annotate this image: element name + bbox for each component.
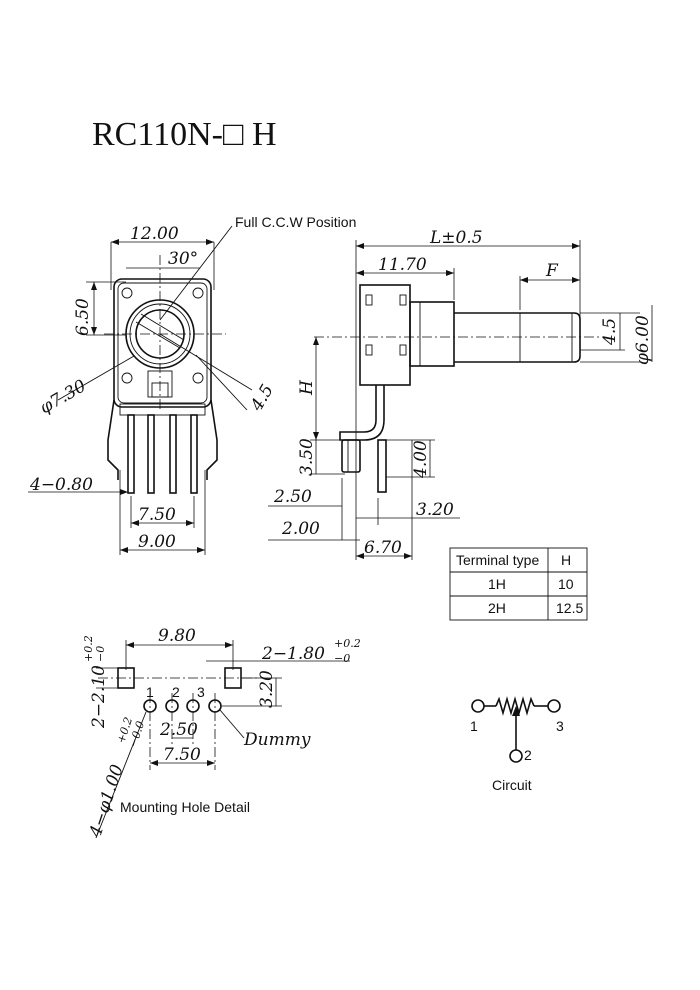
dim-200: 2.00 — [281, 519, 320, 539]
dim-height: H — [297, 379, 317, 396]
dim-angle: 30° — [168, 249, 198, 269]
dim-center-height: 6.50 — [73, 298, 93, 336]
slot-tol-lower: −0 — [334, 652, 350, 665]
table-cell: 1H — [488, 576, 506, 592]
ccw-label: Full C.C.W Position — [235, 214, 356, 230]
dim-lead-offset: 3.50 — [297, 438, 317, 476]
front-view: 12.00 30° Full C.C.W Position 6.50 — [28, 214, 356, 555]
pin-label: 1 — [146, 684, 154, 700]
terminal-2-icon — [509, 749, 523, 763]
table-cell: 2H — [488, 600, 506, 616]
terminal-table: Terminal type H 1H 10 2H 12.5 — [449, 547, 588, 621]
part-title: RC110N-□ H — [92, 116, 277, 153]
side-view: L±0.5 11.70 F 4.5 φ6.00 — [268, 228, 653, 560]
circuit-diagram: 1 2 3 Circuit — [470, 696, 564, 793]
slot-h-tol-upper: +0.2 — [82, 635, 95, 662]
circuit-pin-3: 3 — [556, 718, 564, 734]
dim-lead-length: 4.00 — [411, 440, 431, 479]
wiper-arrow-icon — [512, 706, 520, 716]
dim-lead-width: 4−0.80 — [29, 475, 93, 495]
table-header-h: H — [561, 552, 571, 568]
resistor-icon — [495, 696, 535, 716]
terminal-3-icon — [547, 699, 561, 713]
circuit-pin-1: 1 — [470, 718, 478, 734]
dim-row-offset: 3.20 — [257, 670, 277, 708]
pin-label: 3 — [197, 684, 205, 700]
dummy-label: Dummy — [243, 730, 311, 750]
terminal-1-icon — [471, 699, 485, 713]
dim-pitch-outer: 7.50 — [138, 505, 176, 525]
dim-pitch: 2.50 — [159, 720, 198, 740]
slot-h-tol-lower: −0 — [94, 646, 107, 662]
dim-body-diameter: φ7.30 — [37, 376, 90, 418]
dim-shaft-flat: 4.5 — [600, 318, 620, 346]
dim-body-width: 9.00 — [138, 532, 176, 552]
pin-label: 2 — [172, 684, 180, 700]
dim-span: 9.80 — [158, 626, 196, 646]
dim-pitch-total: 7.50 — [163, 745, 201, 765]
circuit-caption: Circuit — [492, 777, 532, 793]
dim-flat-length: F — [545, 261, 559, 281]
dim-slot-width: 2−1.80 — [261, 644, 325, 664]
dim-250: 2.50 — [273, 487, 312, 507]
dim-shaft-diameter: φ6.00 — [633, 315, 653, 365]
dim-flat: 4.5 — [247, 381, 278, 415]
table-cell: 12.5 — [556, 600, 583, 616]
mounting-hole-detail: 9.80 2−1.80 +0.2 −0 2−2.10 +0.2 −0 3.20 … — [82, 626, 361, 840]
dim-width: 12.00 — [130, 224, 179, 244]
dim-total-length: L±0.5 — [429, 228, 483, 248]
slot-tol-upper: +0.2 — [334, 637, 361, 650]
dim-670: 6.70 — [364, 538, 402, 558]
table-header-type: Terminal type — [456, 552, 539, 568]
dim-slot-height: 2−2.10 — [89, 665, 109, 729]
table-cell: 10 — [558, 576, 574, 592]
dim-320: 3.20 — [416, 500, 454, 520]
circuit-pin-2: 2 — [524, 747, 532, 763]
dim-body-length: 11.70 — [378, 255, 427, 275]
mounting-caption: Mounting Hole Detail — [120, 799, 250, 815]
